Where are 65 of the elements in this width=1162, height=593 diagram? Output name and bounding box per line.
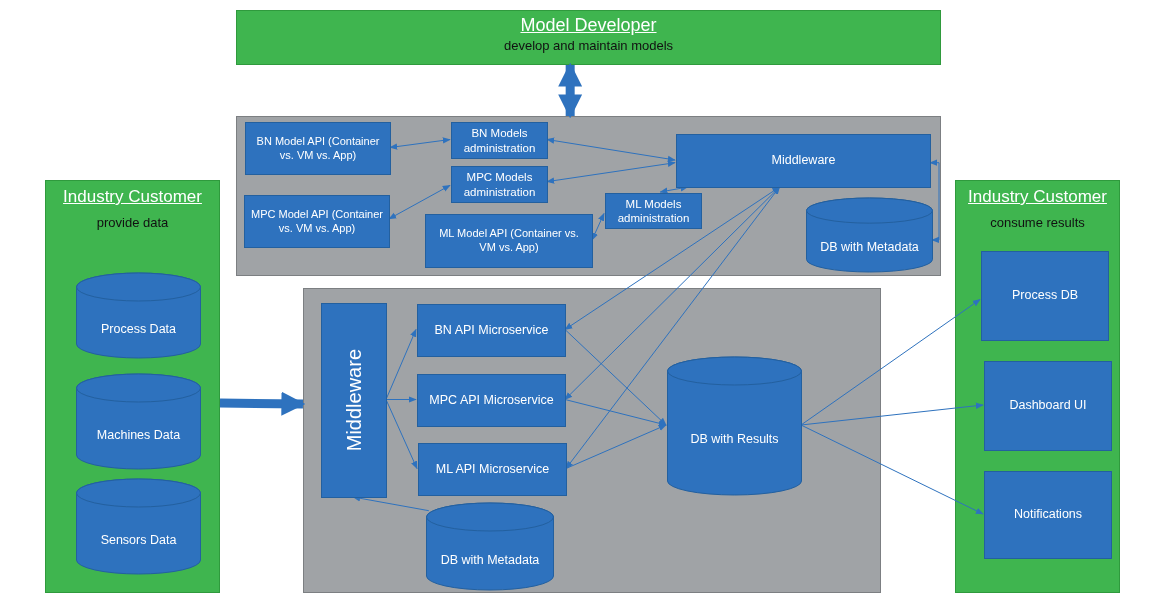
- component-box: [425, 214, 593, 268]
- arrow: [565, 424, 667, 469]
- database-label: DB with Results: [690, 432, 779, 448]
- component-box: [451, 122, 548, 159]
- database-label: Sensors Data: [100, 532, 177, 549]
- component-label: MPC Models administration: [462, 170, 537, 199]
- component-label: BN Model API (Container vs. VM vs. App): [255, 134, 381, 163]
- arrow: [564, 399, 667, 427]
- arrow: [546, 137, 676, 162]
- component-label: Dashboard UI: [1009, 398, 1087, 414]
- component-box: [984, 471, 1112, 559]
- component-box: [676, 134, 931, 188]
- component-label: MPC Model API (Container vs. VM vs. App): [249, 207, 385, 236]
- arrow: [546, 160, 676, 184]
- component-box: [321, 303, 387, 498]
- panel-subtitle: develop and maintain models: [503, 37, 674, 53]
- block-arrow: [558, 62, 583, 119]
- component-label: Middleware: [771, 153, 836, 169]
- component-box: [451, 166, 548, 203]
- arrow: [591, 212, 605, 241]
- panel-title: Model Developer: [520, 15, 657, 37]
- actor-panel: [45, 180, 220, 593]
- group-panel: [236, 116, 941, 276]
- component-label: MPC API Microservice: [429, 392, 554, 409]
- group-panel: [303, 288, 881, 593]
- component-label: Notifications: [1013, 507, 1083, 523]
- component-box: [245, 122, 391, 175]
- component-label: ML Models administration: [616, 196, 691, 226]
- block-arrow: [219, 391, 306, 416]
- actor-panel: [236, 10, 941, 65]
- component-label: Process DB: [1012, 288, 1078, 304]
- panel-subtitle: consume results: [990, 215, 1085, 231]
- arrow: [800, 402, 984, 426]
- arrow: [389, 137, 451, 150]
- arrow: [800, 424, 984, 515]
- database-label: DB with Metadata: [820, 239, 919, 256]
- arrow: [385, 328, 417, 400]
- panel-title: Industry Customer: [968, 187, 1107, 208]
- component-label: BN API Microservice: [434, 322, 549, 339]
- arrow: [388, 184, 451, 220]
- component-label: BN Models administration: [462, 126, 537, 155]
- component-box: [418, 443, 567, 496]
- database-label: Process Data: [101, 321, 176, 338]
- panel-title: Industry Customer: [63, 187, 202, 208]
- actor-panel: [955, 180, 1120, 593]
- arrow: [385, 399, 418, 470]
- panel-subtitle: provide data: [96, 215, 169, 231]
- component-label: ML API Microservice: [435, 461, 550, 478]
- component-box: [605, 193, 702, 229]
- component-box: [417, 374, 566, 427]
- arrow: [564, 329, 667, 426]
- arrow: [385, 396, 417, 403]
- component-box: [981, 251, 1109, 341]
- component-box: [984, 361, 1112, 451]
- arrow: [565, 186, 781, 470]
- component-box: [417, 304, 566, 357]
- database-label: DB with Metadata: [440, 552, 540, 569]
- component-label: ML Model API (Container vs. VM vs. App): [438, 227, 580, 255]
- component-label: Middleware: [342, 349, 366, 452]
- arrow: [352, 495, 430, 512]
- arrow: [800, 299, 981, 426]
- arrow: [659, 185, 689, 194]
- database-label: Machines Data: [96, 427, 181, 444]
- component-box: [244, 195, 390, 248]
- arrow: [929, 159, 940, 244]
